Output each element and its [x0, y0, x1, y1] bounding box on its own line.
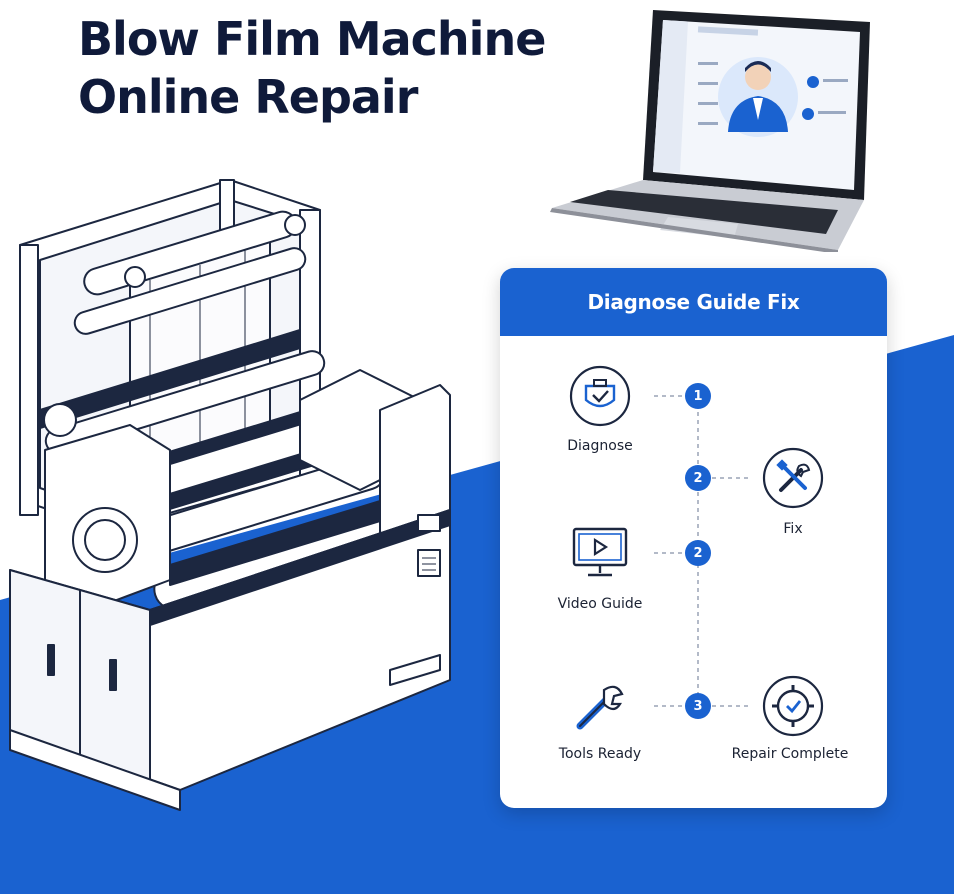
card-header: Diagnose Guide Fix	[500, 268, 887, 336]
gear-check-icon	[762, 675, 824, 737]
step-number-3: 3	[685, 693, 711, 719]
process-card: Diagnose Guide Fix Diagnose 1 2 Fix	[500, 268, 887, 808]
video-monitor-icon	[572, 527, 628, 577]
diagnose-shield-icon	[569, 365, 631, 427]
title-line-1: Blow Film Machine	[78, 12, 546, 66]
laptop-support-agent-illustration	[550, 10, 870, 252]
flow-connectors	[654, 395, 752, 708]
step-label-diagnose: Diagnose	[567, 438, 633, 454]
step-number-2: 2	[685, 465, 711, 491]
page-title: Blow Film Machine Online Repair	[78, 10, 546, 126]
step-label-video-guide: Video Guide	[557, 596, 643, 612]
blow-film-machine-illustration	[9, 179, 451, 811]
title-line-2: Online Repair	[78, 70, 418, 124]
step-label-tools-ready: Tools Ready	[558, 746, 642, 762]
step-number-1: 1	[685, 383, 711, 409]
step-label-fix: Fix	[783, 521, 803, 537]
wrench-screwdriver-icon	[762, 447, 824, 509]
step-label-repair-complete: Repair Complete	[731, 746, 849, 762]
step-number-2b: 2	[685, 540, 711, 566]
wrench-icon	[576, 685, 624, 730]
